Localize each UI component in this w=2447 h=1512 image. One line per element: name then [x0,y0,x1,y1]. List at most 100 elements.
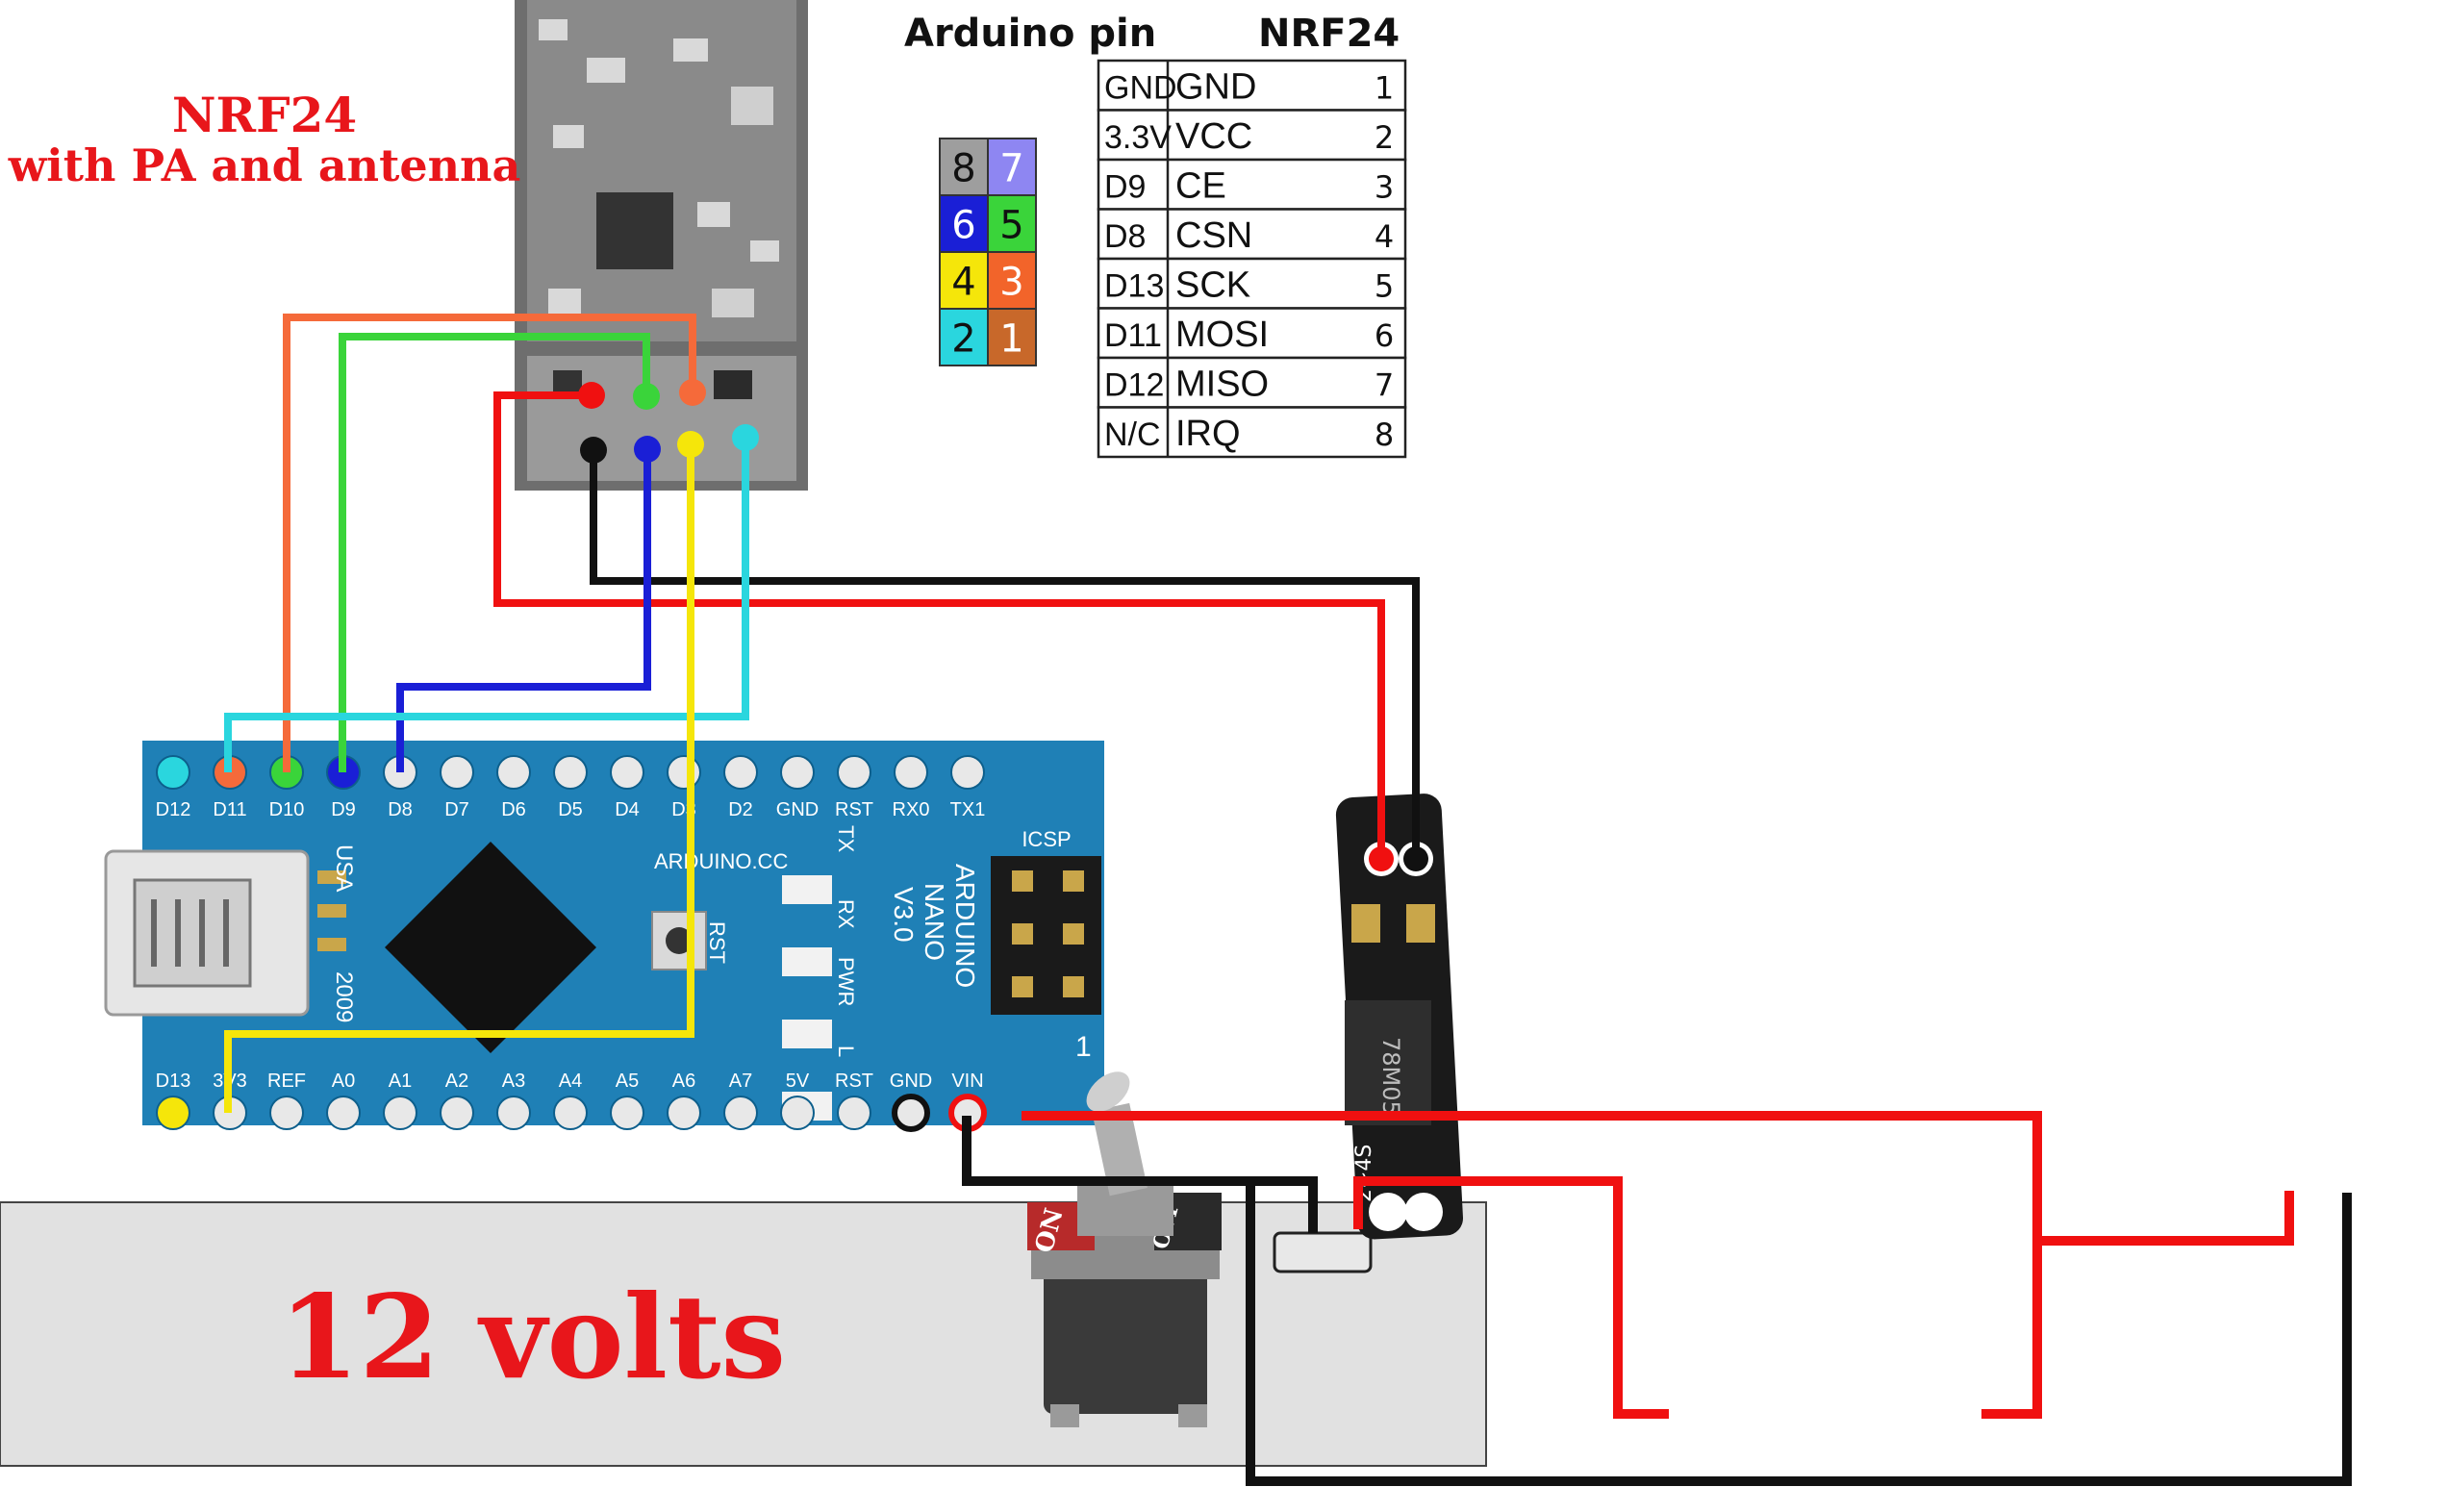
bottom-pin-hole [496,1096,531,1130]
top-pin-hole [667,755,701,790]
arduino-pin-cell: GND [1104,70,1177,107]
nrf-pin-cell: GND [1175,67,1256,108]
arduino-pin-cell: D8 [1104,218,1146,255]
nrf-pin-number-cell: 3 [1375,169,1394,206]
led-label-l: L [834,1046,858,1057]
table-row [1097,356,1407,409]
arduino-pin-cell: 3.3V [1104,119,1172,156]
legend-cell [987,251,1037,310]
wire-csn-green [339,333,650,772]
bottom-pin-label: A3 [502,1071,525,1092]
mcu-chip [385,842,596,1053]
wire-gnd-return-black [1246,1181,2352,1486]
nrf-pin-number-cell: 1 [1375,70,1394,107]
bottom-pin-label: REF [267,1071,306,1092]
rst-text: RST [705,921,729,964]
top-pin-label: D11 [213,799,246,820]
bottom-pin-hole [780,1096,815,1130]
led-tx [782,875,832,904]
table-row [1097,406,1407,459]
top-pin-label: TX1 [950,799,986,820]
nrf-pin-number-cell: 5 [1375,268,1394,305]
bottom-pin-hole [892,1094,930,1132]
led-label-pwr: PWR [834,957,858,1006]
regulator-marking: 78M05 [1377,1037,1404,1116]
nrf-pin-cell: SCK [1175,265,1250,306]
top-pin-hole [894,755,928,790]
top-pin-label: GND [776,799,819,820]
legend-number: 6 [951,204,975,248]
nrf-pin-number-cell: 6 [1375,317,1394,354]
bottom-pin-label: VIN [951,1071,983,1092]
brand-text: ARDUINO.CC [654,849,788,873]
legend-cell [939,308,989,366]
nrf-pin-number-cell: 7 [1375,367,1394,404]
top-pin-hole [553,755,588,790]
bottom-pin-label: GND [890,1071,932,1092]
model-line2: NANO [920,883,949,961]
voltage-regulator: 78M05 2~4S [1335,794,1464,1240]
bottom-pin-label: A2 [445,1071,468,1092]
bottom-pin-hole [667,1096,701,1130]
top-pin-label: D8 [388,799,413,820]
top-pin-label: D12 [156,799,191,820]
top-pin-hole [156,755,190,790]
legend-number: 2 [951,317,975,362]
nrf24-title-line2: with PA and antenna [8,139,521,191]
nrf24-title: NRF24 with PA and antenna [8,87,521,191]
wire-gnd-loop-black [962,1116,1318,1233]
nrf-pin-cell: MISO [1175,365,1269,405]
icsp-header [991,856,1101,1015]
bottom-pin-hole [837,1096,871,1130]
wire-mosi-orange [283,314,696,772]
top-pin-label: D6 [501,799,526,820]
bottom-pin-label: D13 [156,1071,191,1092]
table-header-arduino: Arduino pin [904,12,1156,56]
bottom-pin-hole [610,1096,644,1130]
bottom-pin-hole [440,1096,474,1130]
legend-number: 3 [999,261,1023,305]
wire-gnd-black [590,450,1420,859]
wire-ce-blue [396,449,651,772]
bottom-pin-label: A1 [389,1071,412,1092]
table-row [1097,257,1407,310]
wire-switch-out-red [1981,1241,2042,1419]
arduino-pin-cell: D12 [1104,367,1164,404]
nrf24-title-line1: NRF24 [172,87,357,143]
top-pin-label: D4 [615,799,640,820]
top-pin-hole [723,755,758,790]
table-row [1097,208,1407,261]
nrf-pin-cell: IRQ [1175,414,1241,454]
bottom-pin-label: A5 [616,1071,639,1092]
toggle-switch: ON OFF [1027,1071,1222,1427]
legend-number: 8 [951,147,975,191]
wire-miso-cyan [224,438,749,772]
bottom-pin-hole [269,1096,304,1130]
bottom-pin-hole [326,1096,361,1130]
top-pin-hole [440,755,474,790]
legend-cell [987,194,1037,253]
battery-label: 12 volts [279,1270,786,1405]
legend-cell [987,308,1037,366]
arduino-pin-cell: D13 [1104,268,1164,305]
bottom-pin-label: RST [835,1071,873,1092]
bottom-pin-label: 5V [786,1071,810,1092]
battery-terminal [1273,1231,1373,1273]
arduino-pin-cell: N/C [1104,416,1161,453]
bottom-pin-label: A0 [332,1071,355,1092]
nrf-pin-number-cell: 4 [1375,218,1394,255]
led-pwr [782,1020,832,1048]
bottom-pin-label: A7 [729,1071,752,1092]
arduino-pin-cell: D11 [1104,317,1162,354]
legend-cell [987,138,1037,196]
top-pin-label: D9 [331,799,356,820]
nrf-pin-cell: CSN [1175,215,1252,256]
wires [224,314,2352,1486]
nrf-pin-cell: CE [1175,166,1226,207]
